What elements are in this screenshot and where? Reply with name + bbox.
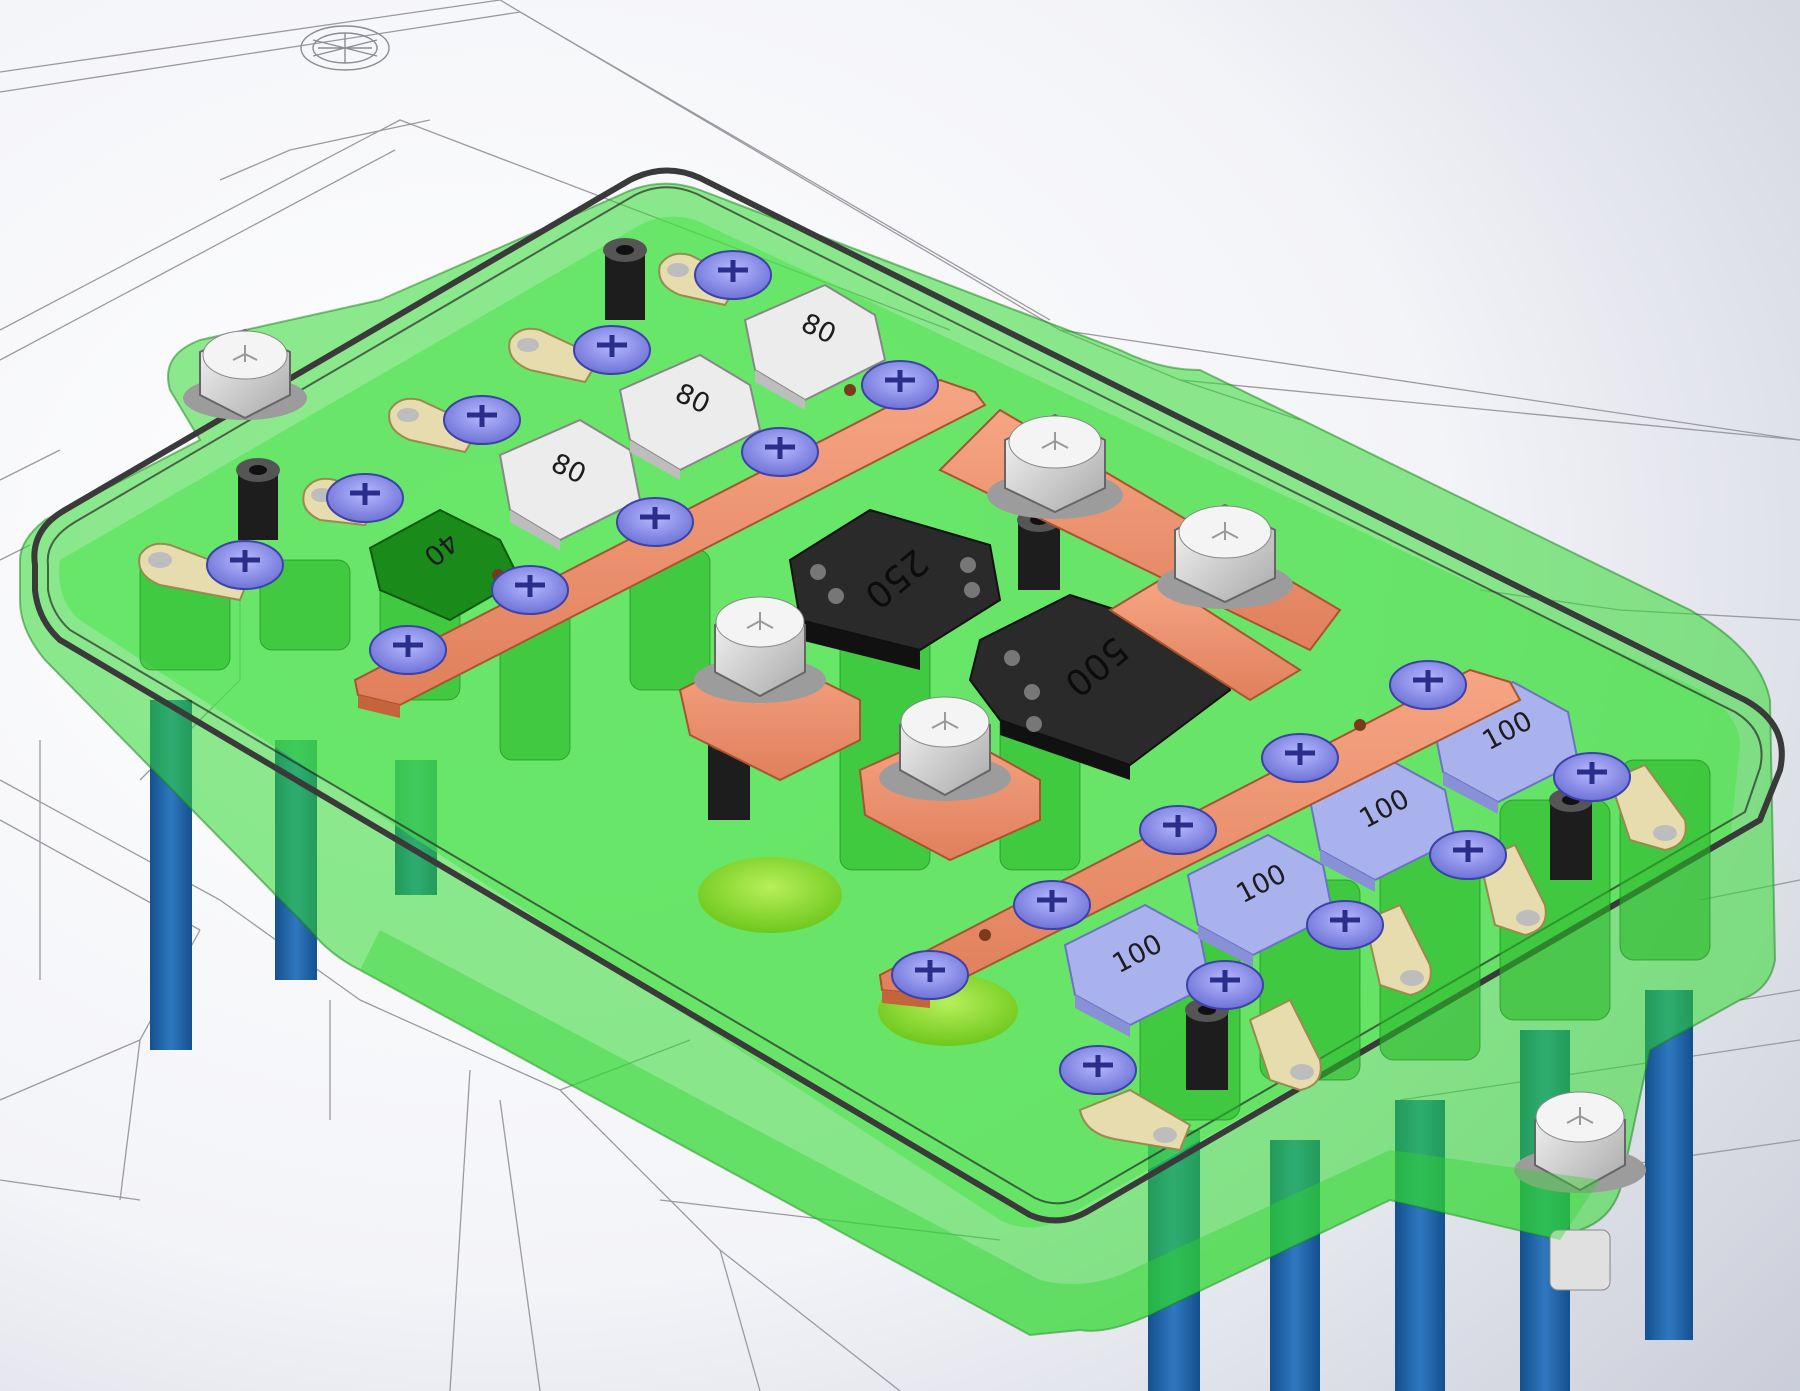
terminal-screw [1306, 900, 1384, 950]
enclosure-front-lip [360, 930, 1600, 1335]
terminal-screw [326, 473, 404, 523]
terminal-screw [443, 395, 521, 445]
terminal-screw [891, 950, 969, 1000]
white-fuses: 80 80 80 [498, 283, 887, 550]
terminal-screw [861, 360, 939, 410]
terminal-screw [1013, 880, 1091, 930]
terminal-screw [694, 250, 772, 300]
terminal-screw [1429, 830, 1507, 880]
threaded-insert [1549, 788, 1593, 880]
large-fuses: 250 500 [788, 508, 1232, 780]
threaded-insert [603, 238, 647, 320]
terminal-screw [1186, 960, 1264, 1010]
hex-bolt [987, 413, 1123, 519]
threaded-insert [1185, 998, 1229, 1090]
hex-bolts [183, 328, 1646, 1291]
terminal-screw [1553, 752, 1631, 802]
vent-grille [300, 25, 390, 71]
large-fuse-250: 250 [788, 508, 1002, 670]
gasket-seal [31, 167, 1785, 1224]
fuse-80-c: 80 [743, 283, 887, 410]
hex-bolt [183, 328, 307, 420]
fuse-80-b: 80 [618, 353, 762, 480]
terminal-screw [1389, 660, 1467, 710]
terminal-screw [206, 540, 284, 590]
terminal-screw [741, 427, 819, 477]
terminal-screws [206, 250, 1631, 1095]
hex-bolt [1157, 503, 1293, 609]
terminal-screw [616, 497, 694, 547]
fuse-100-b: 100 [1186, 833, 1335, 967]
threaded-insert [236, 458, 280, 540]
hex-bolt [1514, 1091, 1646, 1193]
nut-below [1549, 1229, 1611, 1291]
terminal-screw [491, 565, 569, 615]
hex-bolt [694, 596, 826, 703]
terminal-screw [369, 625, 447, 675]
hex-bolt [879, 696, 1011, 801]
fuse-100-a: 100 [1063, 903, 1212, 1037]
terminal-screw [1059, 1045, 1137, 1095]
terminal-screw [1139, 805, 1217, 855]
fuse-100-c: 100 [1308, 758, 1457, 892]
terminal-screw [1261, 733, 1339, 783]
threaded-inserts [236, 238, 1593, 1090]
terminal-screw [573, 325, 651, 375]
